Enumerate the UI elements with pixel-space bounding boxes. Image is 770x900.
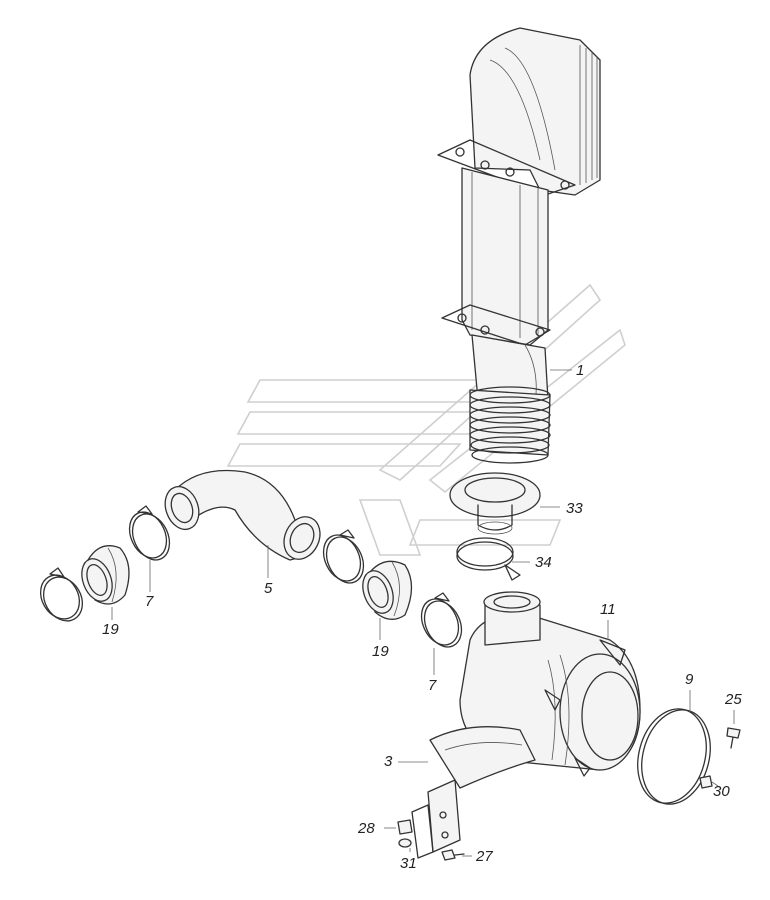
callout-34: 34 — [535, 554, 552, 571]
callout-1: 1 — [576, 362, 584, 379]
callout-9: 9 — [685, 671, 694, 688]
adapter-flange — [449, 472, 541, 535]
clamp-7-middle — [322, 529, 365, 584]
air-intake-snorkel — [437, 27, 601, 411]
callout-33: 33 — [566, 500, 583, 517]
callout-31: 31 — [400, 855, 417, 872]
nut-28 — [397, 819, 413, 835]
callout-25: 25 — [724, 691, 742, 708]
callout-27: 27 — [475, 848, 493, 865]
coupling-19-left — [81, 545, 130, 605]
air-cleaner-housing — [459, 591, 641, 777]
callout-19-right: 19 — [372, 643, 389, 660]
callout-7-left: 7 — [145, 593, 154, 610]
clamp-far-left — [39, 567, 84, 622]
coupling-19-right — [362, 560, 413, 620]
bolt-25 — [726, 727, 741, 749]
callout-28: 28 — [357, 820, 375, 837]
clamp-34 — [456, 537, 521, 581]
callout-30: 30 — [713, 783, 730, 800]
clamp-7-right — [420, 592, 463, 648]
bolt-27 — [441, 849, 465, 861]
intake-bellows — [469, 386, 551, 464]
clamp-7-left — [128, 505, 171, 561]
mounting-strap — [429, 726, 536, 789]
band-clamp-ring — [637, 708, 711, 805]
mounting-bracket — [411, 779, 461, 859]
callout-3: 3 — [384, 753, 393, 770]
callout-7-right: 7 — [428, 677, 437, 694]
callout-19-left: 19 — [102, 621, 119, 638]
nut-30 — [699, 775, 713, 789]
callout-11: 11 — [600, 601, 616, 618]
washer-31 — [398, 838, 412, 848]
elbow-hose — [164, 469, 321, 561]
leader-lines — [111, 369, 735, 857]
callout-5: 5 — [264, 580, 273, 597]
callout-labels: 1 33 34 5 7 19 19 7 11 9 25 30 3 28 31 2… — [102, 362, 742, 872]
